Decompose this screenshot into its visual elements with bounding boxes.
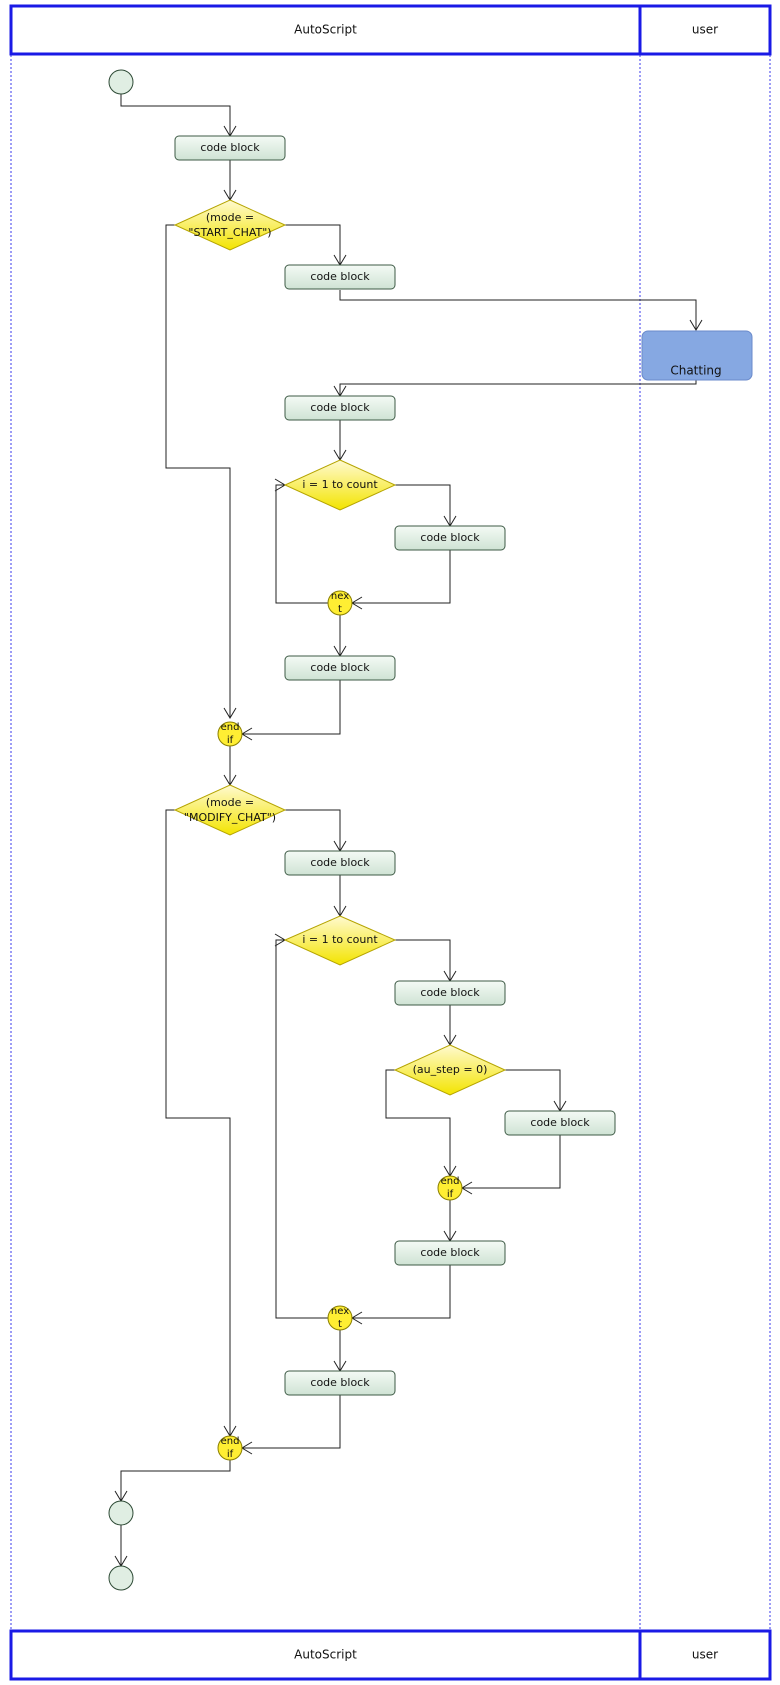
decision-label-line2: "MODIFY_CHAT")	[184, 811, 276, 824]
code-block-4: code block	[394, 525, 506, 551]
decision-loop-2: i = 1 to count	[283, 915, 397, 966]
endif-label-line2: if	[227, 735, 234, 746]
user-activity-chatting: Chatting	[641, 330, 753, 381]
code-block-label: code block	[310, 1376, 370, 1389]
decision-au-step: (au_step = 0)	[393, 1044, 507, 1096]
lane-header-bottom-user: user	[638, 1629, 772, 1681]
final-node-1	[108, 1500, 134, 1526]
endif-node-2: end if	[437, 1175, 463, 1201]
code-block-8: code block	[504, 1110, 616, 1136]
next-label-line2: t	[338, 604, 342, 615]
decision-label-line1: (mode =	[206, 211, 254, 224]
decision-loop-1: i = 1 to count	[283, 459, 397, 511]
code-block-label: code block	[420, 531, 480, 544]
code-block-label: code block	[310, 270, 370, 283]
code-block-2: code block	[284, 264, 396, 290]
code-block-6: code block	[284, 850, 396, 876]
lane-label: user	[692, 1648, 718, 1662]
initial-node	[108, 69, 134, 95]
lane-header-top-autoscript: AutoScript	[9, 4, 642, 56]
code-block-label: code block	[310, 856, 370, 869]
loop-next-node-1: nex t	[327, 590, 353, 616]
code-block-3: code block	[284, 395, 396, 421]
code-block-label: code block	[530, 1116, 590, 1129]
endif-label-line2: if	[227, 1449, 234, 1460]
code-block-label: code block	[310, 401, 370, 414]
code-block-label: code block	[310, 661, 370, 674]
connectors	[120, 94, 697, 1566]
decision-label: (au_step = 0)	[413, 1063, 488, 1076]
code-block-label: code block	[200, 141, 260, 154]
lane-header-top-user: user	[638, 4, 772, 56]
next-label-line1: nex	[331, 591, 349, 602]
decision-label: i = 1 to count	[302, 933, 378, 946]
decision-start-chat: (mode = "START_CHAT")	[173, 199, 287, 251]
next-label-line2: t	[338, 1319, 342, 1330]
code-block-label: code block	[420, 986, 480, 999]
code-block-1: code block	[174, 135, 286, 161]
endif-label-line1: end	[441, 1176, 460, 1187]
lane-header-bottom-autoscript: AutoScript	[9, 1629, 642, 1681]
loop-next-node-2: nex t	[327, 1305, 353, 1331]
decision-label-line2: "START_CHAT")	[188, 226, 271, 239]
endif-node-3: end if	[217, 1435, 243, 1461]
lane-label: AutoScript	[294, 1648, 357, 1662]
code-block-10: code block	[284, 1370, 396, 1396]
next-label-line1: nex	[331, 1306, 349, 1317]
user-activity-label: Chatting	[670, 364, 721, 378]
decision-label: i = 1 to count	[302, 478, 378, 491]
endif-node-1: end if	[217, 721, 243, 747]
decision-modify-chat: (mode = "MODIFY_CHAT")	[173, 784, 287, 836]
endif-label-line2: if	[447, 1189, 454, 1200]
decision-label-line1: (mode =	[206, 796, 254, 809]
final-node-2	[108, 1565, 134, 1591]
code-block-5: code block	[284, 655, 396, 681]
code-block-label: code block	[420, 1246, 480, 1259]
code-block-7: code block	[394, 980, 506, 1006]
endif-label-line1: end	[221, 722, 240, 733]
code-block-9: code block	[394, 1240, 506, 1266]
endif-label-line1: end	[221, 1436, 240, 1447]
lane-label: user	[692, 23, 718, 37]
arrowheads	[114, 125, 703, 1567]
lane-label: AutoScript	[294, 23, 357, 37]
